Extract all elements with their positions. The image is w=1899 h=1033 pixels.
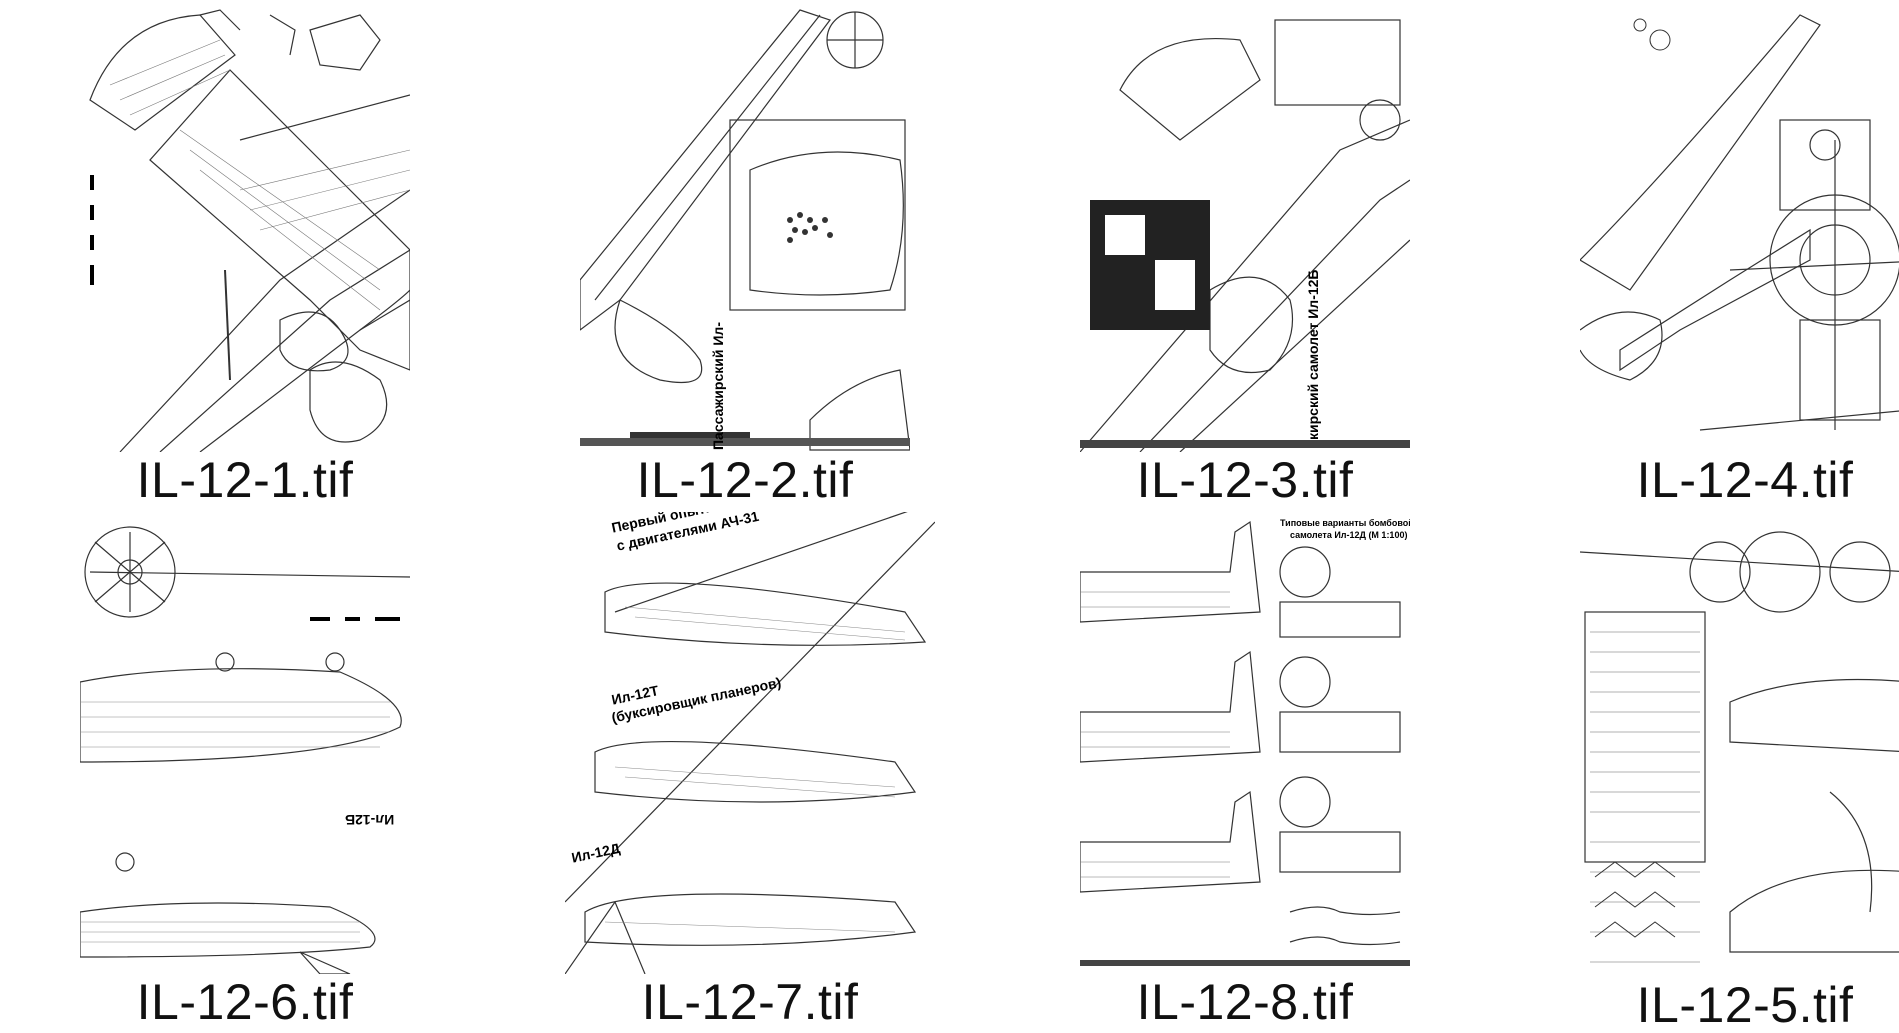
- il-12-3-drawing: [1080, 0, 1410, 452]
- thumbnail-filename: IL-12-6.tif: [136, 974, 354, 1030]
- thumbnail-image[interactable]: [1580, 512, 1899, 974]
- thumbnail-filename: IL-12-3.tif: [1136, 452, 1354, 508]
- gallery-item[interactable]: Первый опытный Ил-12 с двигателями АЧ-31…: [565, 512, 935, 1030]
- thumbnail-overlay-text: Типовые варианты бомбовой загрузки: [1280, 518, 1410, 528]
- thumbnail-image[interactable]: Пассажирский Ил-: [580, 0, 910, 452]
- gallery-item[interactable]: Пассажирский Ил- IL-12-2.tif: [580, 0, 910, 508]
- gallery-item[interactable]: Ил-12Б IL-12-6.tif: [80, 512, 410, 1030]
- gallery-item[interactable]: Типовые варианты бомбовой загрузки самол…: [1080, 512, 1410, 1030]
- thumbnail-filename: IL-12-4.tif: [1636, 452, 1854, 508]
- il-12-4-drawing: [1580, 0, 1899, 452]
- thumbnail-image[interactable]: Первый опытный Ил-12 с двигателями АЧ-31…: [565, 512, 935, 974]
- thumbnail-image[interactable]: Типовые варианты бомбовой загрузки самол…: [1080, 512, 1410, 974]
- thumbnail-overlay-text: самолета Ил-12Д (М 1:100): [1290, 530, 1408, 540]
- gallery-item[interactable]: IL-12-4.tif: [1580, 0, 1899, 508]
- gallery-item[interactable]: IL-12-5.tif: [1580, 512, 1899, 1033]
- il-12-2-drawing: [580, 0, 910, 452]
- thumbnail-overlay-text: Ил-12Б: [345, 812, 395, 828]
- thumbnail-image[interactable]: [80, 0, 410, 452]
- thumbnail-image[interactable]: Ил-12Б: [80, 512, 410, 974]
- il-12-1-drawing: [80, 0, 410, 452]
- gallery-item[interactable]: IL-12-1.tif: [80, 0, 410, 508]
- thumbnail-filename: IL-12-5.tif: [1636, 977, 1854, 1033]
- il-12-5-drawing: [1580, 512, 1899, 974]
- gallery-item[interactable]: кирский самолет Ил-12Б IL-12-3.tif: [1080, 0, 1410, 508]
- thumbnail-filename: IL-12-1.tif: [136, 452, 354, 508]
- thumbnail-filename: IL-12-7.tif: [641, 974, 859, 1030]
- thumbnail-image[interactable]: [1580, 0, 1899, 452]
- thumbnail-filename: IL-12-2.tif: [636, 452, 854, 508]
- thumbnail-overlay-text: кирский самолет Ил-12Б: [1305, 269, 1321, 441]
- thumbnail-overlay-text: Пассажирский Ил-: [710, 322, 726, 450]
- thumbnail-image[interactable]: кирский самолет Ил-12Б: [1080, 0, 1410, 452]
- il-12-8-drawing: [1080, 512, 1410, 974]
- il-12-6-drawing: [80, 512, 410, 974]
- thumbnail-filename: IL-12-8.tif: [1136, 974, 1354, 1030]
- il-12-7-drawing: [565, 512, 935, 974]
